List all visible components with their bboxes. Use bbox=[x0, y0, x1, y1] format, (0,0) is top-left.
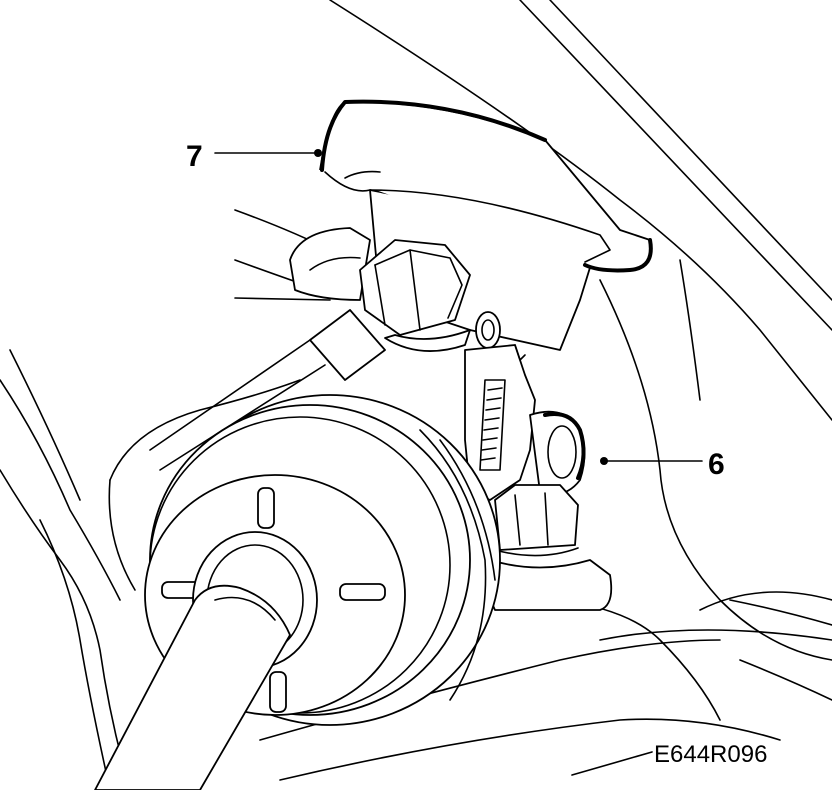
body-panel-lines bbox=[329, 0, 832, 661]
o-ring-seal bbox=[529, 410, 586, 496]
hex-bolt bbox=[359, 239, 501, 352]
castle-nut bbox=[487, 484, 613, 611]
boot-spokes bbox=[161, 487, 386, 713]
callout-6-label: 6 bbox=[708, 448, 725, 481]
callout-7-label: 7 bbox=[186, 140, 203, 173]
drive-shaft bbox=[94, 531, 318, 790]
figure-code: E644R096 bbox=[654, 741, 767, 768]
link-rod bbox=[149, 309, 386, 471]
flange-seal bbox=[319, 99, 653, 273]
ball-joint-bracket bbox=[464, 344, 536, 501]
callout-leaders bbox=[214, 149, 703, 776]
